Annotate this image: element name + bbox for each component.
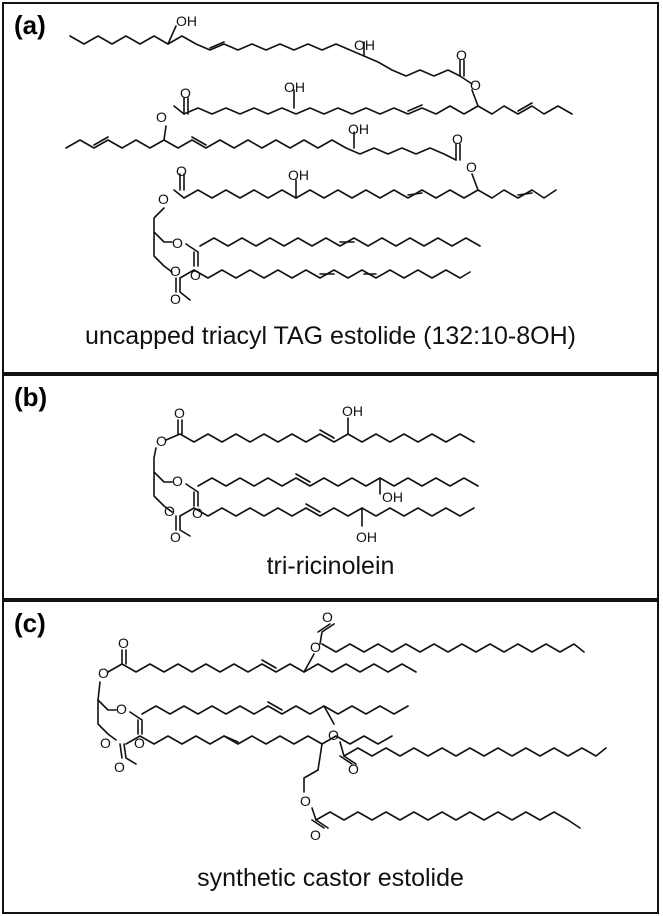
atom-label: O: [470, 77, 481, 93]
caption: tri-ricinolein: [266, 552, 395, 580]
atom-label: OH: [288, 167, 309, 183]
atom-label: O: [170, 291, 181, 307]
atom-label: O: [180, 85, 191, 101]
atom-label: O: [322, 609, 333, 625]
atom-label: O: [348, 761, 359, 777]
panel-a: (a) OH OH O O OH O O OH O O: [2, 2, 659, 374]
atom-label: O: [172, 235, 183, 251]
panel-b: (b) O OH O O O OH O O OH tri-ricinolein: [2, 374, 659, 600]
atom-label: O: [170, 529, 181, 545]
atom-label: O: [172, 473, 183, 489]
atom-label: O: [156, 109, 167, 125]
atom-label: OH: [382, 489, 403, 505]
atom-label: OH: [356, 529, 377, 545]
panel-label: (c): [14, 608, 46, 638]
atom-label: O: [164, 503, 175, 519]
atom-label: O: [456, 47, 467, 63]
atom-label: O: [116, 701, 127, 717]
panel-label: (b): [14, 382, 48, 412]
atom-label: OH: [176, 13, 197, 29]
atom-label: O: [300, 793, 311, 809]
atom-label: O: [452, 131, 463, 147]
structure-uncapped-tag-estolide: OH OH O O OH O O OH O O OH O O: [65, 13, 573, 307]
atom-label: O: [98, 665, 109, 681]
atom-label: O: [328, 727, 339, 743]
atom-label: O: [192, 505, 203, 521]
atom-label: O: [466, 159, 477, 175]
atom-label: OH: [348, 121, 369, 137]
atom-label: O: [310, 827, 321, 843]
atom-label: O: [176, 163, 187, 179]
atom-label: O: [158, 191, 169, 207]
caption: uncapped triacyl TAG estolide (132:10-8O…: [85, 322, 576, 350]
panel-c: (c) O O O O O O O O O O: [2, 600, 659, 914]
atom-label: OH: [354, 37, 375, 53]
atom-label: O: [156, 433, 167, 449]
atom-label: O: [100, 735, 111, 751]
atom-label: OH: [284, 79, 305, 95]
atom-label: OH: [342, 403, 363, 419]
atom-label: O: [174, 405, 185, 421]
atom-label: O: [170, 263, 181, 279]
caption: synthetic castor estolide: [197, 864, 464, 892]
structure-tri-ricinolein: O OH O O O OH O O OH: [153, 403, 479, 545]
atom-label: O: [118, 635, 129, 651]
structure-synthetic-castor-estolide: O O O O O O O O O O O: [97, 609, 607, 843]
atom-label: O: [134, 735, 145, 751]
panel-label: (a): [14, 10, 46, 40]
atom-label: O: [310, 639, 321, 655]
atom-label: O: [114, 759, 125, 775]
atom-label: O: [190, 267, 201, 283]
